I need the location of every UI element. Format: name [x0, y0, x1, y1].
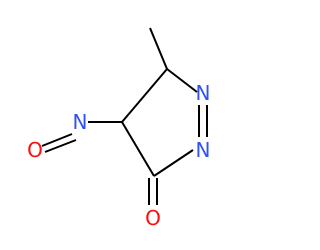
atom-n1-label: N	[196, 81, 211, 105]
bonds	[41, 27, 208, 205]
atom-n2-label: N	[196, 138, 211, 162]
bond-methyl-c5	[149, 27, 168, 70]
atom-nitroso-o-label: O	[27, 138, 43, 162]
atom-nitroso-n-label: N	[73, 110, 88, 134]
bond-c5-c4	[121, 68, 168, 123]
bond-nitroso-n-o-a	[41, 133, 73, 147]
atom-carbonyl-o-label: O	[145, 206, 161, 230]
bond-n2-c3	[153, 149, 194, 177]
bond-nitroso-n-o-b	[44, 139, 77, 153]
bond-c5-n1	[166, 68, 198, 93]
structure-diagram: N N N O O	[27, 27, 210, 230]
atom-labels: N N N O O	[27, 81, 210, 230]
bond-c3-c4	[121, 121, 155, 177]
